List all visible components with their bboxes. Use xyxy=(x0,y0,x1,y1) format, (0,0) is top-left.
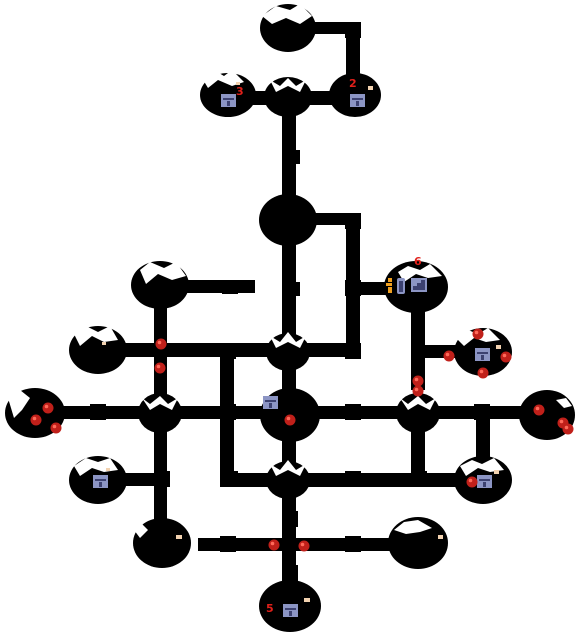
room-notch xyxy=(400,396,436,410)
enemy-marker-icon[interactable] xyxy=(466,476,478,488)
enemy-marker-icon[interactable] xyxy=(477,367,489,379)
speck xyxy=(368,86,373,90)
corridor-joint xyxy=(282,565,298,581)
speck xyxy=(176,535,182,539)
enemy-marker-icon[interactable] xyxy=(562,423,574,435)
corridor-joint xyxy=(345,404,361,420)
enemy-marker-icon[interactable] xyxy=(284,414,296,426)
room-number-3: 3 xyxy=(236,85,244,98)
room-notch xyxy=(394,520,432,534)
enemy-marker-icon[interactable] xyxy=(412,385,424,397)
corridor-joint xyxy=(222,471,238,487)
corridor-segment xyxy=(411,418,425,486)
room-notch xyxy=(398,264,442,282)
enemy-marker-icon[interactable] xyxy=(154,362,166,374)
room-notch xyxy=(140,262,186,284)
room-notch xyxy=(270,332,306,348)
corridor-joint xyxy=(220,343,236,359)
room-notch xyxy=(460,458,504,476)
enemy-marker-icon[interactable] xyxy=(268,539,280,551)
room-notch xyxy=(270,78,306,92)
room-notch xyxy=(74,458,118,476)
door-icon[interactable] xyxy=(397,278,405,294)
enemy-marker-icon[interactable] xyxy=(472,328,484,340)
room-notch xyxy=(202,70,244,88)
speck xyxy=(236,82,240,85)
treasure-chest-icon[interactable] xyxy=(263,396,278,409)
corridor-joint xyxy=(154,471,170,487)
room-labels: 2 3 5 6 xyxy=(236,77,422,615)
enemy-marker-icon[interactable] xyxy=(298,540,310,552)
corridor-joint xyxy=(345,280,361,296)
corridor-joint xyxy=(345,22,361,38)
corridor-joint xyxy=(222,280,238,294)
room xyxy=(259,194,317,246)
enemies xyxy=(30,328,574,552)
treasure-chest-icon[interactable] xyxy=(477,475,492,488)
corridor-segment xyxy=(411,290,425,390)
treasure-chest-icon[interactable] xyxy=(350,94,365,107)
key-icon[interactable] xyxy=(386,278,392,293)
speck xyxy=(304,598,310,602)
corridor-joint xyxy=(284,150,300,164)
corridor-joint xyxy=(411,471,427,487)
room-notch xyxy=(8,390,30,418)
corridor-joint xyxy=(282,511,298,527)
corridor-joint xyxy=(90,404,106,420)
corridor-joint xyxy=(345,343,361,359)
treasure-chest-icon[interactable] xyxy=(93,475,108,488)
speck xyxy=(438,535,443,539)
corridor-joint xyxy=(345,471,361,487)
enemy-marker-icon[interactable] xyxy=(443,350,455,362)
enemy-marker-icon[interactable] xyxy=(42,402,54,414)
room-notch xyxy=(556,398,572,408)
room-notch xyxy=(262,4,312,24)
room-notch xyxy=(74,326,118,346)
chests xyxy=(93,94,492,617)
specks xyxy=(102,82,501,602)
enemy-marker-icon[interactable] xyxy=(50,422,62,434)
room-number-6: 6 xyxy=(414,255,422,268)
speck xyxy=(106,468,110,471)
room-notch xyxy=(134,524,148,538)
room-notch xyxy=(142,396,178,410)
corridor-joint xyxy=(220,404,236,420)
enemy-marker-icon[interactable] xyxy=(30,414,42,426)
enemy-marker-icon[interactable] xyxy=(533,404,545,416)
treasure-chest-icon[interactable] xyxy=(475,348,490,361)
treasure-chest-icon[interactable] xyxy=(283,604,298,617)
enemy-marker-icon[interactable] xyxy=(155,338,167,350)
corridor-joint xyxy=(474,404,490,420)
stairs-icon[interactable] xyxy=(411,278,427,292)
room-notch xyxy=(270,460,306,476)
enemy-marker-icon[interactable] xyxy=(412,375,424,387)
corridor-joint xyxy=(345,536,361,552)
speck xyxy=(496,345,501,349)
room-number-5: 5 xyxy=(266,602,274,615)
treasure-chest-icon[interactable] xyxy=(221,94,236,107)
corridor-joint xyxy=(284,282,300,296)
corridor-joint xyxy=(345,213,361,229)
speck xyxy=(494,470,499,474)
enemy-marker-icon[interactable] xyxy=(500,351,512,363)
room-notches xyxy=(8,4,572,538)
corridor-joint xyxy=(220,536,236,552)
room-number-2: 2 xyxy=(349,77,357,90)
speck xyxy=(102,342,106,345)
